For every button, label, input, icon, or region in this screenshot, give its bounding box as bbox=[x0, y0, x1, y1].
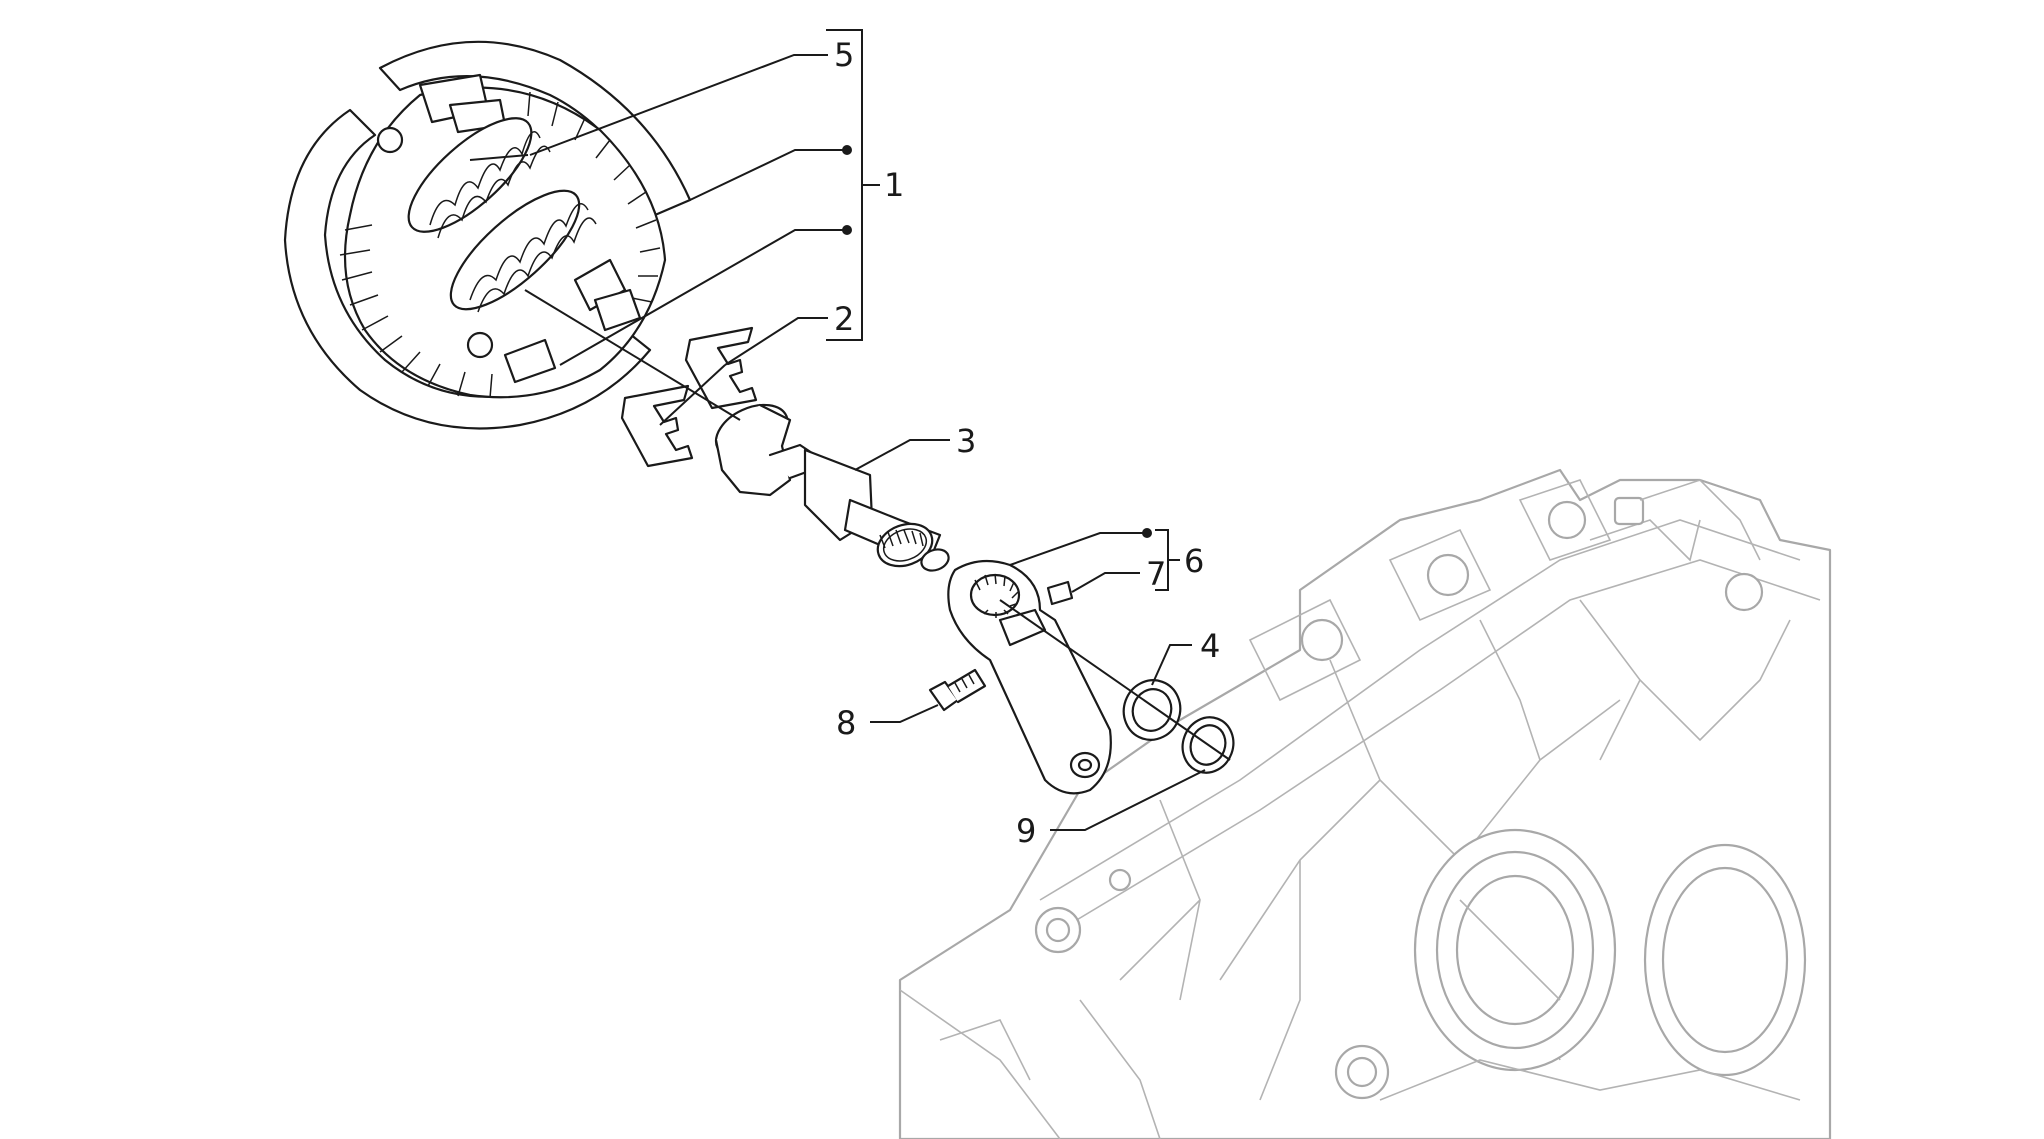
callout-4: 4 bbox=[1200, 627, 1220, 665]
leader-dot bbox=[842, 225, 852, 235]
callout-6: 6 bbox=[1184, 542, 1204, 580]
leader-lines bbox=[469, 29, 1231, 831]
callout-3: 3 bbox=[956, 422, 976, 460]
leader-dot bbox=[1142, 528, 1152, 538]
callout-7: 7 bbox=[1146, 555, 1166, 593]
brake-lever bbox=[947, 559, 1112, 795]
return-spring-lower bbox=[449, 189, 597, 313]
spring-clip bbox=[1046, 580, 1074, 606]
callout-9: 9 bbox=[1016, 812, 1036, 850]
shim-plate-lower bbox=[620, 384, 694, 468]
return-spring-upper bbox=[407, 117, 551, 239]
leader-dot bbox=[842, 145, 852, 155]
callout-labels: 1 2 3 4 5 6 7 8 9 bbox=[834, 36, 1220, 850]
callout-1: 1 bbox=[884, 166, 904, 204]
lever-screw bbox=[928, 668, 987, 712]
brake-camshaft bbox=[714, 403, 950, 572]
brake-shoe-assembly bbox=[283, 40, 692, 430]
leader-dots bbox=[842, 145, 1152, 538]
callout-8: 8 bbox=[836, 704, 856, 742]
crankcase-housing bbox=[898, 468, 1832, 1139]
callout-2: 2 bbox=[834, 300, 854, 338]
callout-5: 5 bbox=[834, 36, 854, 74]
